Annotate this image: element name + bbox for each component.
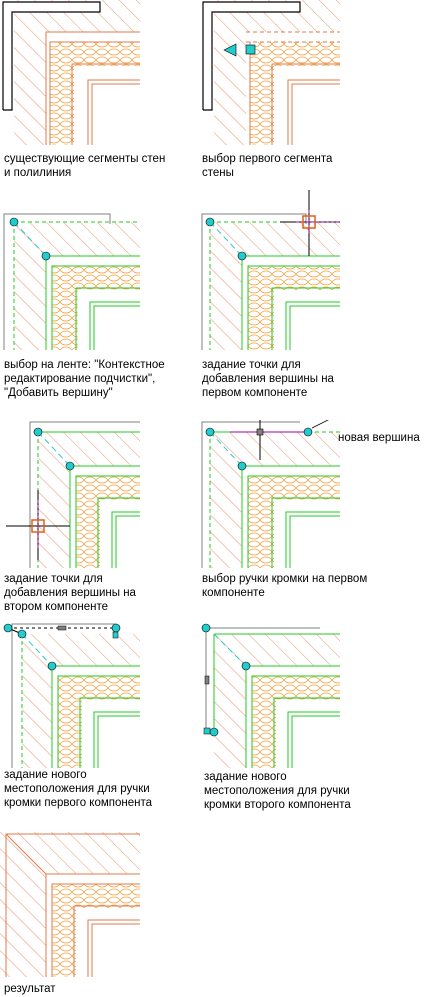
caption-line: задание точки для <box>202 359 301 371</box>
vertex-grip-icon <box>205 427 215 437</box>
vertex-grip-icon <box>111 623 121 633</box>
panel-9-diagram <box>0 832 140 977</box>
caption-step-8: задание нового местоположения для ручки … <box>204 770 351 812</box>
panel-5-drawing <box>6 421 140 568</box>
vertex-grip-icon <box>237 251 247 261</box>
pick-box-icon <box>302 215 316 229</box>
caption-line: выбор на ленте: "Контекстное <box>4 359 165 371</box>
caption-step-2: выбор первого сегмента стены <box>202 152 332 180</box>
vertex-grip-icon <box>41 251 51 261</box>
panel-5-diagram <box>0 420 140 568</box>
caption-step-6: выбор ручки кромки на первом компоненте <box>202 572 367 600</box>
panel-2-diagram <box>200 0 340 145</box>
edge-grip-icon <box>256 428 264 436</box>
vertex-grip-icon <box>33 427 43 437</box>
caption-line: стены <box>202 167 234 179</box>
caption-line: кромки второго компонента <box>204 799 351 811</box>
caption-line: первом компоненте <box>202 387 308 399</box>
vertex-grip-icon <box>201 623 211 633</box>
caption-line: редактирование подчистки", <box>4 373 156 385</box>
caption-line: существующие сегменты стен <box>4 153 166 165</box>
caption-line: выбор ручки кромки на первом <box>202 573 368 585</box>
caption-step-4: задание точки для добавления вершины на … <box>202 358 334 400</box>
vertex-grip-icon <box>17 629 27 639</box>
caption-step-5: задание точки для добавления вершины на … <box>4 572 136 614</box>
caption-step-1: существующие сегменты стен и полилиния <box>4 152 165 180</box>
caption-step-7: задание нового местоположения для ручки … <box>4 768 152 810</box>
vertex-grip-icon <box>3 623 13 633</box>
caption-line: "Добавить вершину" <box>4 387 113 399</box>
vertex-grip-icon <box>9 217 19 227</box>
panel-7-drawing <box>3 623 140 768</box>
new-vertex-grip-icon <box>303 427 313 437</box>
panel-8-drawing <box>201 623 340 768</box>
panel-2-drawing <box>202 0 340 145</box>
caption-line: местоположения для ручки <box>4 783 150 795</box>
caption-line: втором компоненте <box>4 601 108 613</box>
panel-4-drawing <box>201 190 340 350</box>
edge-grip-icon <box>57 625 67 631</box>
caption-line: кромки первого компонента <box>4 797 153 809</box>
vertex-grip-icon <box>241 661 251 671</box>
vertex-grip-icon <box>205 217 215 227</box>
caption-line: результат <box>4 983 56 995</box>
vertex-grip-icon <box>237 461 247 471</box>
caption-step-9: результат <box>4 982 56 996</box>
caption-line: компоненте <box>202 587 265 599</box>
panel-1-diagram <box>0 0 140 145</box>
panel-3-diagram <box>0 210 140 350</box>
vertex-grip-icon <box>209 727 219 737</box>
caption-line: добавления вершины на <box>202 373 334 385</box>
pick-box-icon <box>31 519 45 533</box>
caption-line: задание нового <box>4 769 87 781</box>
edge-grip-icon <box>204 675 210 685</box>
panel-8-diagram <box>200 620 340 768</box>
caption-line: добавления вершины на <box>4 587 136 599</box>
panel-6-drawing <box>201 420 340 568</box>
caption-line: местоположения для ручки <box>204 785 350 797</box>
square-grip-icon <box>245 44 256 55</box>
panel-4-diagram <box>200 190 340 350</box>
caption-line: задание точки для <box>4 573 103 585</box>
vertex-grip-icon <box>47 661 57 671</box>
panel-6-diagram <box>200 420 340 568</box>
panel-3-drawing <box>3 213 140 350</box>
new-vertex-callout: новая вершина <box>338 432 420 444</box>
panel-1-drawing <box>2 0 140 145</box>
panel-7-diagram <box>0 620 140 768</box>
caption-line: выбор первого сегмента <box>202 153 333 165</box>
panel-9-drawing <box>0 832 140 977</box>
arrow-grip-icon <box>223 43 237 57</box>
caption-step-3: выбор на ленте: "Контекстное редактирова… <box>4 358 165 400</box>
caption-line: задание нового <box>204 771 287 783</box>
vertex-grip-icon <box>65 461 75 471</box>
caption-line: и полилиния <box>4 167 72 179</box>
